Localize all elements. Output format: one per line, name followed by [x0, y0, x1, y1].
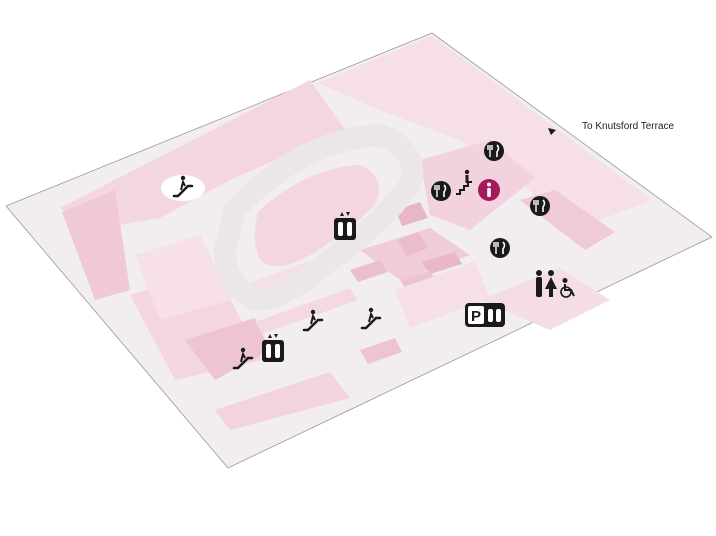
restaurant-icon	[490, 238, 510, 258]
unit-east-block	[420, 140, 535, 230]
restaurant-icon	[530, 196, 550, 216]
stairs-icon	[456, 169, 472, 195]
unit-corridor-b	[255, 288, 358, 334]
lift-icon	[262, 334, 284, 362]
escalator-icon	[172, 175, 194, 198]
unit-south-lower	[215, 372, 350, 430]
unit-west	[62, 190, 130, 300]
unit-north	[318, 36, 652, 232]
unit-south	[185, 318, 270, 380]
unit-centre-left	[135, 235, 232, 320]
unit-northwest	[60, 80, 345, 232]
atrium-core	[254, 165, 380, 267]
direction-label-knutsford-terrace: To Knutsford Terrace	[582, 121, 675, 132]
unit-southeast	[480, 268, 610, 330]
direction-arrow	[548, 128, 556, 135]
escalator-icon	[360, 307, 382, 330]
escalator-icon	[302, 309, 324, 332]
unit-small-3	[398, 232, 428, 256]
escalator-void-west	[161, 175, 205, 201]
unit-small-4	[422, 252, 462, 274]
information-icon	[478, 179, 500, 201]
restaurant-icon	[431, 181, 451, 201]
parking-lift-icon: P	[465, 303, 505, 327]
unit-small-5	[350, 260, 388, 282]
unit-bottom-strip	[360, 338, 402, 364]
unit-centre-right	[360, 228, 470, 280]
atrium-ring	[213, 123, 423, 312]
escalator-icon	[232, 347, 254, 370]
lift-icon	[334, 212, 356, 240]
parking-letter: P	[471, 308, 481, 325]
unit-mid-strip	[395, 262, 490, 328]
restaurant-icon	[484, 141, 504, 161]
toilets-icon	[536, 270, 557, 297]
wheelchair-accessible-icon	[560, 278, 575, 298]
